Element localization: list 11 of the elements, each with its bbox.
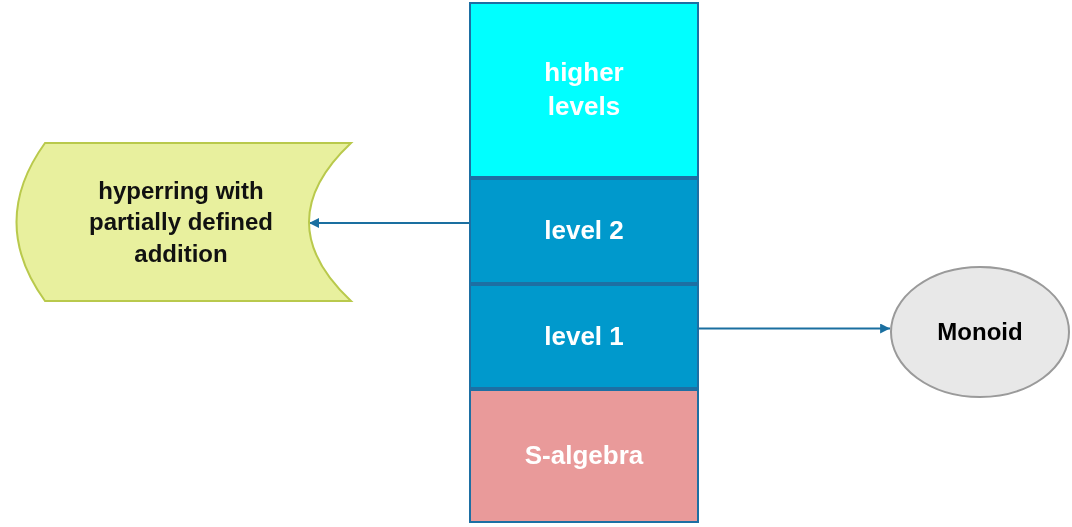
node-label: S-algebra [524,439,644,473]
level-box [469,178,699,284]
level-box [469,389,699,523]
node-label: level 1 [544,319,624,353]
node-label: higher levels [543,56,625,123]
level-box [469,2,699,178]
level-box [469,284,699,389]
arrow [698,323,892,334]
node-label: hyperring with partially defined addition [87,176,274,269]
node-label: level 2 [544,214,624,248]
node-label: Monoid [937,317,1023,348]
